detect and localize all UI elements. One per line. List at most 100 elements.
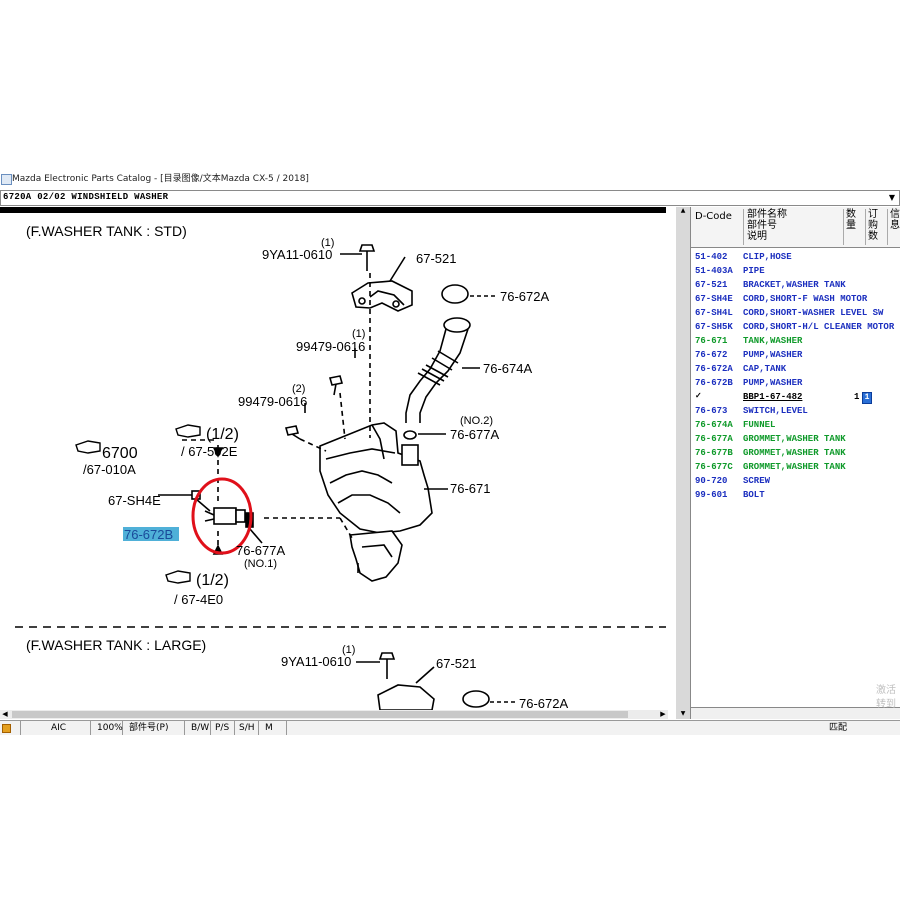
check-icon[interactable]: ✓ (695, 392, 702, 401)
parts-row-selected[interactable]: ✓ BBP1-67-482 1 1 (691, 390, 900, 404)
part-quantity: 1 (854, 392, 860, 402)
status-spacer (12, 721, 21, 735)
highlight-circle (191, 477, 253, 555)
status-bw[interactable]: B/W (188, 721, 211, 735)
part-name: FUNNEL (743, 420, 776, 430)
part-dcode: 90-720 (695, 476, 728, 486)
label2-9ya11-0610[interactable]: 9YA11-0610 (281, 654, 351, 669)
header-part-name[interactable]: 部件名称 部件号 说明 (743, 209, 787, 245)
label-76-671[interactable]: 76-671 (450, 481, 490, 496)
section-select[interactable]: 6720A 02/02 WINDSHIELD WASHER ▼ (0, 190, 900, 206)
header-name-line3: 说明 (747, 231, 767, 242)
scroll-right-icon[interactable]: ▶ (660, 710, 666, 718)
label-76-672a[interactable]: 76-672A (500, 289, 549, 304)
parts-row[interactable]: 76-672 PUMP,WASHER (691, 348, 900, 362)
app-icon (1, 174, 12, 185)
status-part-number-mode[interactable]: 部件号(P) (126, 721, 185, 735)
status-sh[interactable]: S/H (236, 721, 259, 735)
washer-tank-drawing (158, 244, 496, 582)
status-zoom[interactable]: 100% (94, 721, 123, 735)
callout-highlight-76-672b (123, 527, 179, 541)
label2-67-521[interactable]: 67-521 (436, 656, 476, 671)
part-dcode: 76-672A (695, 364, 733, 374)
label-76-677a-top[interactable]: 76-677A (450, 427, 499, 442)
label-76-672b[interactable]: 76-672B (124, 527, 173, 542)
diagram-horizontal-scrollbar[interactable]: ◀ ▶ (0, 710, 668, 719)
window-titlebar: Mazda Electronic Parts Catalog - [目录图像/文… (0, 170, 900, 188)
header-order-line3: 数 (868, 231, 878, 242)
label-9ya11-qty: (1) (321, 237, 334, 249)
part-name: PUMP,WASHER (743, 350, 803, 360)
parts-diagram[interactable]: (F.WASHER TANK : STD) (F.WASHER TANK : L… (0, 213, 668, 711)
part-dcode: 76-677B (695, 448, 733, 458)
chevron-down-icon[interactable]: ▼ (888, 193, 896, 202)
parts-row[interactable]: 76-674A FUNNEL (691, 418, 900, 432)
panel-splitter[interactable]: ▲ ▼ (676, 207, 690, 719)
diagram-canvas[interactable]: (F.WASHER TANK : STD) (F.WASHER TANK : L… (0, 213, 668, 711)
order-qty-input[interactable]: 1 (862, 392, 872, 404)
status-m[interactable]: M (262, 721, 287, 735)
scroll-thumb[interactable] (12, 711, 628, 718)
status-aic[interactable]: AIC (48, 721, 91, 735)
part-dcode: 67-SH4L (695, 308, 733, 318)
label-67-sh4e[interactable]: 67-SH4E (108, 493, 161, 508)
label-99479-0616-b[interactable]: 99479-0616 (238, 394, 307, 409)
part-dcode: 76-674A (695, 420, 733, 430)
part-dcode: 76-677C (695, 462, 733, 472)
header-info-line1: 信 (890, 209, 900, 220)
parts-row[interactable]: 90-720 SCREW (691, 474, 900, 488)
status-ps[interactable]: P/S (212, 721, 235, 735)
label2-76-672a[interactable]: 76-672A (519, 696, 568, 711)
part-dcode: 99-601 (695, 490, 728, 500)
part-name: SCREW (743, 476, 771, 486)
label-no2: (NO.2) (460, 415, 493, 427)
label-99479-0616-a[interactable]: 99479-0616 (296, 339, 365, 354)
label-67-4e0[interactable]: / 67-4E0 (174, 592, 223, 607)
header-quantity[interactable]: 数 量 (843, 209, 860, 245)
label-6700[interactable]: 6700 (102, 445, 138, 462)
scroll-down-icon[interactable]: ▼ (680, 710, 686, 717)
label-9ya11-0610[interactable]: 9YA11-0610 (262, 247, 332, 262)
label-76-677a-bottom[interactable]: 76-677A (236, 543, 285, 558)
scroll-up-icon[interactable]: ▲ (680, 207, 686, 214)
header-dcode[interactable]: D-Code (695, 211, 732, 222)
label-67-521[interactable]: 67-521 (416, 251, 456, 266)
window-title: Mazda Electronic Parts Catalog - [目录图像/文… (12, 174, 309, 184)
label-76-674a[interactable]: 76-674A (483, 361, 532, 376)
section-title-std: (F.WASHER TANK : STD) (26, 223, 187, 239)
part-number-bbp1-67-482[interactable]: BBP1-67-482 (743, 392, 803, 402)
part-name: TANK,WASHER (743, 336, 803, 346)
label2-9ya11-qty: (1) (342, 644, 355, 656)
label-67-502e[interactable]: / 67-502E (181, 444, 238, 459)
header-info[interactable]: 信 息 (887, 209, 900, 245)
header-name-line1: 部件名称 (747, 209, 787, 220)
header-order-qty[interactable]: 订 购 数 (865, 209, 882, 245)
part-dcode: 51-403A (695, 266, 733, 276)
part-dcode: 76-672 (695, 350, 728, 360)
label-no1: (NO.1) (244, 558, 277, 570)
part-name: BRACKET,WASHER TANK (743, 280, 846, 290)
label-67-010a[interactable]: /67-010A (83, 462, 136, 477)
scroll-left-icon[interactable]: ◀ (2, 710, 8, 718)
status-match: 匹配 (829, 723, 848, 733)
label-99479-qty-2: (2) (292, 383, 305, 395)
header-order-line2: 购 (868, 220, 878, 231)
activation-watermark: 激活 转到 (876, 684, 896, 712)
header-name-line2: 部件号 (747, 220, 777, 231)
part-name: CLIP,HOSE (743, 252, 792, 262)
